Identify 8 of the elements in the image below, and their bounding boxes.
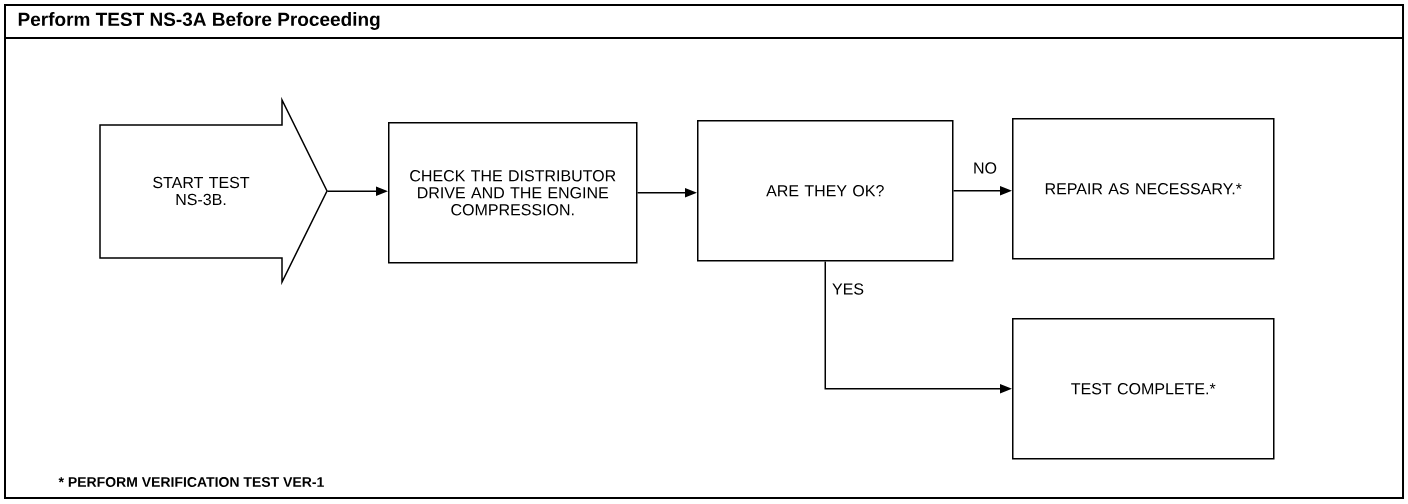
title: Perform TEST NS-3A Before Proceeding [18, 12, 380, 30]
edge-label: NO [971, 160, 999, 176]
process-box: REPAIR AS NECESSARY.* [1012, 118, 1275, 260]
footnote: * PERFORM VERIFICATION TEST VER-1 [58, 477, 324, 487]
process-box: TEST COMPLETE.* [1012, 318, 1275, 460]
process-box: CHECK THE DISTRIBUTOR DRIVE AND THE ENGINE COMPRESSION. [388, 122, 638, 264]
edge-label: YES [830, 281, 866, 297]
process-box: ARE THEY OK? [697, 120, 954, 262]
